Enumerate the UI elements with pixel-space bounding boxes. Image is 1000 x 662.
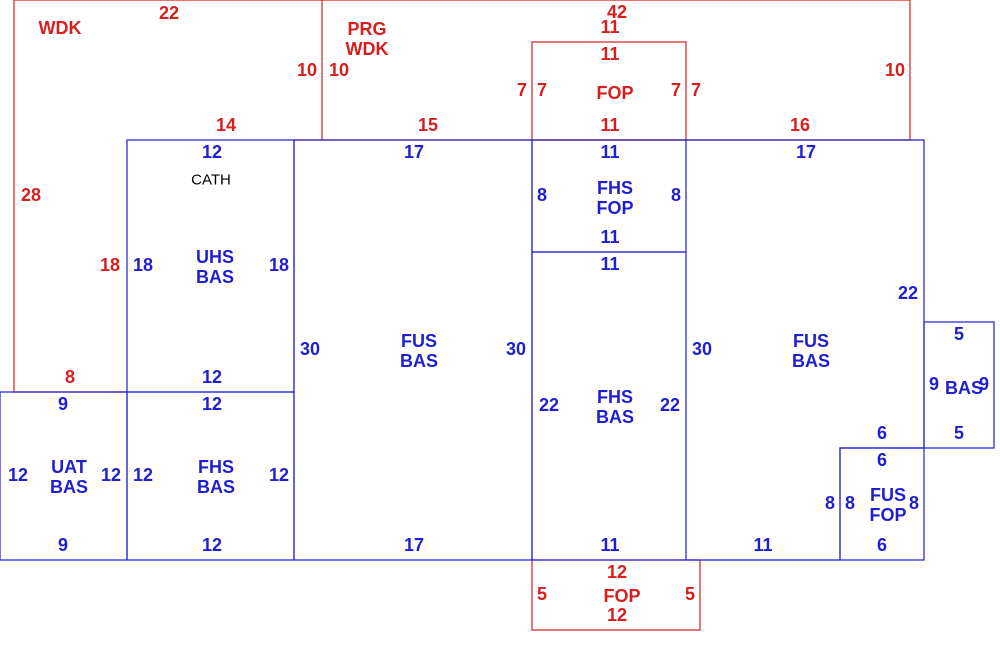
dim-uat-top: 9	[57, 394, 69, 414]
dim-fus-left-bottom: 17	[403, 535, 425, 555]
dim-bas-bottom: 5	[953, 423, 965, 443]
dim-uhs-bottom: 12	[201, 367, 223, 387]
dim-uhs-left-red: 18	[99, 255, 121, 275]
area-label-fus-fop: FUS FOP	[869, 485, 906, 525]
dim-uat-left: 12	[7, 465, 29, 485]
area-label-line: BAS	[399, 351, 439, 371]
dim-bas-right: 9	[978, 374, 990, 394]
area-label-fop-bottom: FOP	[603, 586, 641, 606]
dim-uhs-right: 18	[268, 255, 290, 275]
area-label-line: FOP	[596, 198, 634, 218]
area-label-line: BAS	[195, 267, 235, 287]
dim-fhs-fop-left: 8	[536, 185, 548, 205]
area-label-line: UHS	[195, 247, 235, 267]
fhs-bas-mid-outline	[531, 251, 687, 561]
area-label-uat-bas: UAT BAS	[50, 457, 88, 497]
dim-fop-left-outer: 7	[516, 80, 528, 100]
dim-fhs-low-right: 12	[268, 465, 290, 485]
area-label-fus-bas-right: FUS BAS	[792, 331, 830, 371]
area-label-fhs-fop: FHS FOP	[596, 178, 633, 218]
dim-fop-right-inner: 7	[670, 80, 682, 100]
dim-fus-left-left: 30	[299, 339, 321, 359]
dim-bas-top: 5	[953, 324, 965, 344]
dim-fop-left-inner: 7	[536, 80, 548, 100]
dim-wdk-top: 22	[158, 3, 180, 23]
area-label-line: FHS	[596, 387, 633, 407]
area-label-line: BAS	[196, 477, 236, 497]
dim-fus-right-bottom: 11	[753, 535, 773, 555]
fus-fop-outline	[839, 447, 925, 561]
dim-fus-fop-right: 8	[908, 493, 920, 513]
dim-prg-right: 10	[884, 60, 906, 80]
dim-red-bottom-16: 16	[789, 115, 811, 135]
dim-fus-left-top: 17	[403, 142, 425, 162]
dim-fop-top: 11	[600, 44, 620, 64]
dim-prg-left: 10	[328, 60, 350, 80]
area-label-uhs-bas: UHS BAS	[196, 247, 234, 287]
dim-fus-fop-bottom: 6	[876, 535, 888, 555]
dim-fhs-bas-right: 22	[659, 395, 681, 415]
dim-fus-fop-left-inner: 8	[844, 493, 856, 513]
dim-fus-fop-left-outer: 8	[824, 493, 836, 513]
dim-wdk-bottom: 8	[64, 367, 76, 387]
area-label-fhs-bas-mid: FHS BAS	[596, 387, 634, 427]
prg-wdk-outline	[322, 0, 911, 140]
bas-small-outline	[923, 321, 995, 449]
dim-wdk-left: 28	[20, 185, 42, 205]
dim-fhs-low-top: 12	[201, 394, 223, 414]
dim-fus-fop-top: 6	[876, 450, 888, 470]
dim-uhs-left: 18	[132, 255, 154, 275]
dim-fhs-low-bottom: 12	[201, 535, 223, 555]
dim-fhs-fop-bottom: 11	[600, 227, 620, 247]
dim-fopb-right: 5	[684, 584, 696, 604]
area-label-prg-wdk: PRG WDK	[346, 19, 389, 59]
dim-fopb-top: 12	[606, 562, 628, 582]
dim-fus-left-right: 30	[505, 339, 527, 359]
dim-uhs-top: 12	[201, 142, 223, 162]
dim-uat-bottom: 9	[57, 535, 69, 555]
area-label-fhs-bas-low: FHS BAS	[197, 457, 235, 497]
area-label-line: FUS	[792, 331, 829, 351]
dim-prg-top: 42	[606, 2, 628, 22]
area-label-fus-bas-left: FUS BAS	[400, 331, 438, 371]
dim-fus-right-notch: 6	[876, 423, 888, 443]
dim-fhs-bas-top: 11	[600, 254, 620, 274]
area-label-bas-small: BAS	[944, 378, 984, 398]
wdk-left-outline	[13, 0, 323, 393]
area-label-wdk: WDK	[38, 18, 82, 38]
area-label-line: BAS	[595, 407, 635, 427]
area-label-line: WDK	[345, 39, 389, 59]
dim-wdk-right: 10	[296, 60, 318, 80]
area-label-line: FOP	[869, 505, 907, 525]
dim-fus-right-top: 17	[795, 142, 817, 162]
dim-fhs-low-left: 12	[132, 465, 154, 485]
dim-fhs-bas-left: 22	[538, 395, 560, 415]
area-label-line: FHS	[197, 457, 234, 477]
area-label-line: FUS	[869, 485, 906, 505]
area-label-line: FUS	[400, 331, 437, 351]
area-label-line: PRG	[347, 19, 387, 39]
area-label-fop-top: FOP	[596, 83, 634, 103]
dim-fus-right-right: 22	[897, 283, 919, 303]
dim-prg-top-11: 11	[600, 17, 620, 37]
dim-fopb-left: 5	[536, 584, 548, 604]
area-label-line: UAT	[51, 457, 87, 477]
dim-fhs-fop-right: 8	[670, 185, 682, 205]
area-label-line: BAS	[49, 477, 89, 497]
dim-fhs-bas-bottom: 11	[600, 535, 620, 555]
dim-red-bottom-15: 15	[417, 115, 439, 135]
dim-fop-right-outer: 7	[690, 80, 702, 100]
dim-uat-right: 12	[100, 465, 122, 485]
dim-fopb-bottom: 12	[606, 605, 628, 625]
area-label-line: FHS	[596, 178, 633, 198]
area-label-line: BAS	[791, 351, 831, 371]
dim-red-bottom-14: 14	[215, 115, 237, 135]
dim-fus-right-left: 30	[691, 339, 713, 359]
dim-fhs-fop-top: 11	[600, 142, 620, 162]
dim-bas-left: 9	[928, 374, 940, 394]
dim-fop-bottom: 11	[600, 115, 620, 135]
area-note-cath: CATH	[191, 171, 231, 189]
